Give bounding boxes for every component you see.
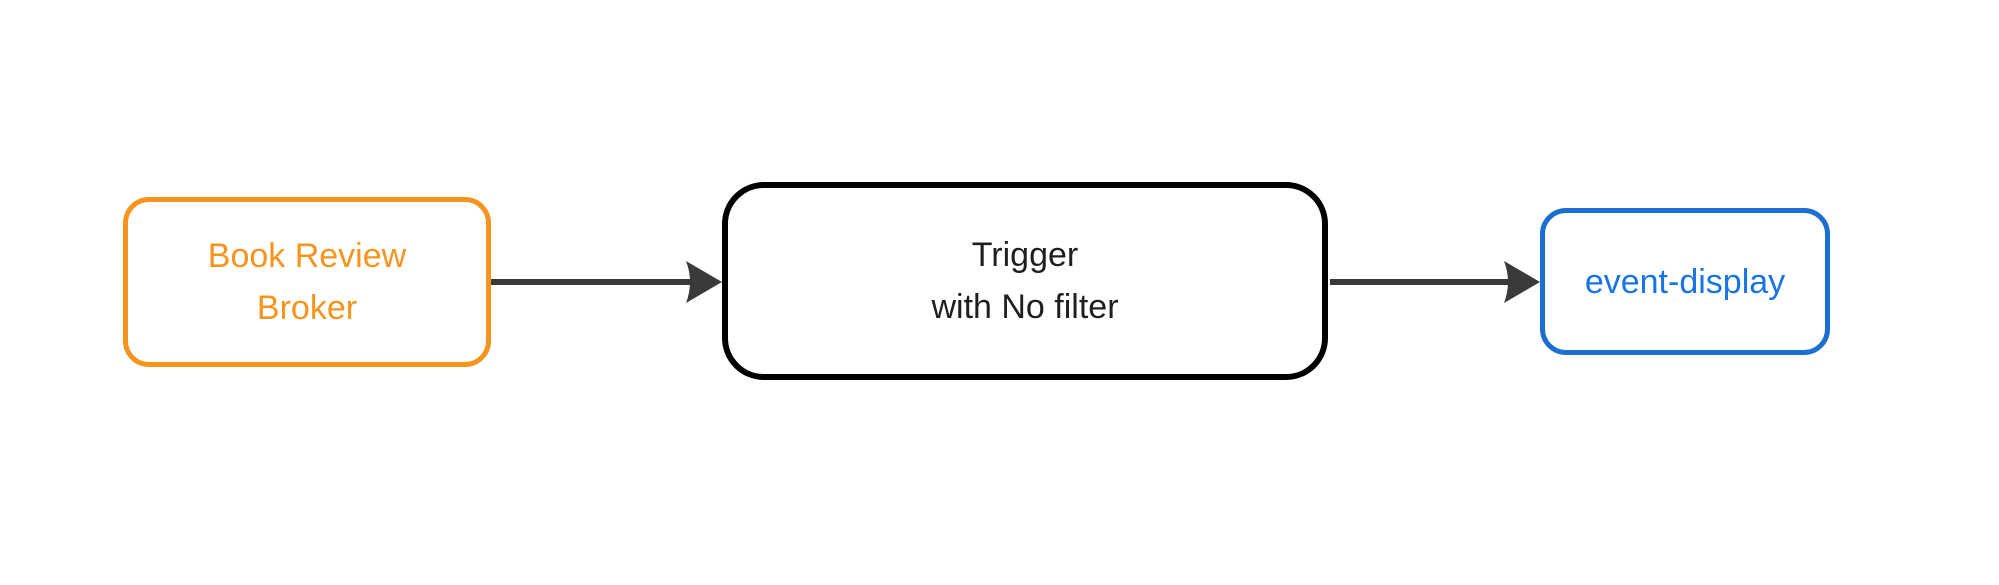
edge-broker-to-trigger-arrowhead-icon (686, 261, 722, 303)
node-trigger-with-no-filter: Trigger with No filter (722, 182, 1328, 380)
node-event-display-label: event-display (1584, 262, 1786, 301)
node-book-review-broker-label-line2: Broker (256, 289, 358, 327)
node-book-review-broker-label-line1: Book Review (207, 237, 407, 275)
edge-trigger-to-event-display-arrowhead-icon (1504, 261, 1540, 303)
node-trigger-label-line2: with No filter (931, 288, 1119, 326)
node-book-review-broker: Book Review Broker (123, 197, 491, 367)
edge-trigger-to-event-display-arrow (1330, 261, 1540, 303)
node-event-display: event-display (1540, 208, 1830, 355)
edge-broker-to-trigger-arrow (491, 261, 722, 303)
node-trigger-label-line1: Trigger (971, 236, 1079, 274)
